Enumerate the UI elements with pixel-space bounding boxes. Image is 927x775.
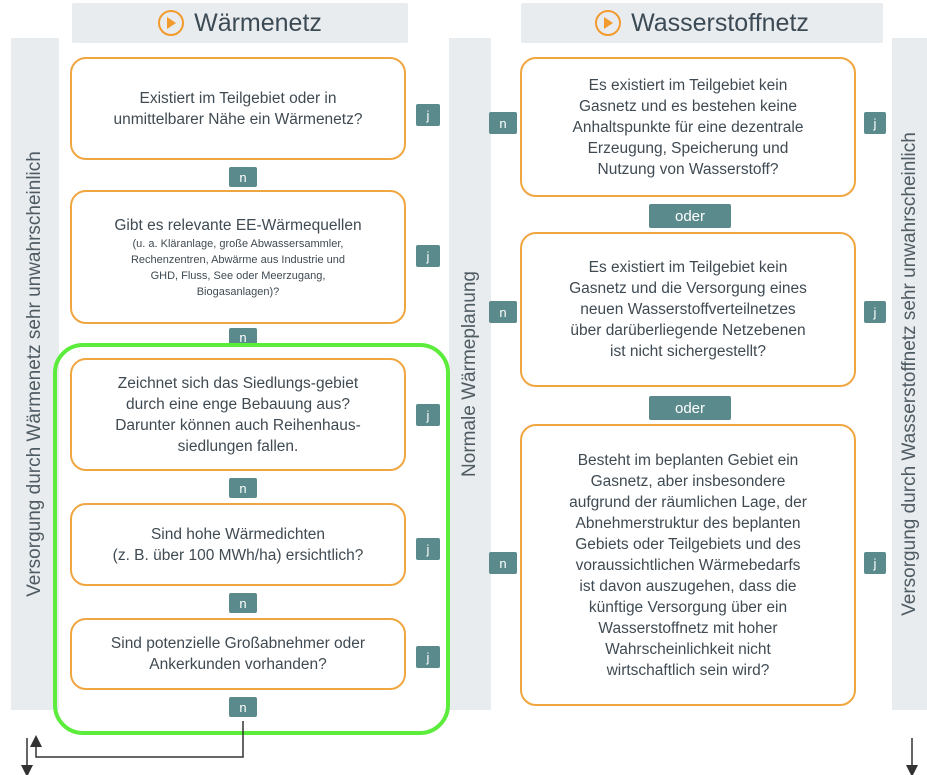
heat-density-question-box: Sind hohe Wärmedichten (z. B. über 100 M… [70,503,406,586]
yes-tag: j [416,104,440,126]
left-column-title: Wärmenetz [194,8,322,37]
no-tag: n [489,112,517,134]
question-text: Gibt es relevante EE-Wärmequellen [114,216,362,234]
question-text: Zeichnet sich das Siedlungs-gebiet durch… [115,374,361,455]
flow-arrows [21,721,918,775]
yes-tag: j [416,404,440,426]
no-distribution-network-question-box: Es existiert im Teilgebiet kein Gasnetz … [520,232,856,387]
yes-tag: j [416,245,440,267]
question-detail: (u. a. Kläranlage, große Abwassersammler… [130,237,345,298]
no-tag: n [229,478,257,498]
left-side-bar: Versorgung durch Wärmenetz sehr unwahrsc… [11,38,59,710]
question-text: Es existiert im Teilgebiet kein Gasnetz … [572,76,804,178]
anchor-customers-question-box: Sind potenzielle Großabnehmer oder Anker… [70,618,406,690]
no-tag: n [489,301,517,323]
no-tag: n [229,167,257,187]
renewable-heat-question-box: Gibt es relevante EE-Wärmequellen (u. a.… [70,190,406,324]
dense-settlement-question-box: Zeichnet sich das Siedlungs-gebiet durch… [70,358,406,471]
oder-connector: oder [649,396,731,420]
yes-tag: j [864,552,886,574]
left-side-label: Versorgung durch Wärmenetz sehr unwahrsc… [24,151,45,597]
no-tag: n [229,593,257,613]
middle-side-bar: Normale Wärmeplanung [449,38,491,710]
yes-tag: j [416,646,440,668]
right-column-header: Wasserstoffnetz [521,3,883,43]
left-column-header: Wärmenetz [72,3,408,43]
heat-network-question-box: Existiert im Teilgebiet oder in unmittel… [70,57,406,160]
uneconomic-hydrogen-question-box: Besteht im beplanten Gebiet ein Gasnetz,… [520,424,856,706]
question-text: Existiert im Teilgebiet oder in unmittel… [113,89,363,128]
question-text: Sind hohe Wärmedichten (z. B. über 100 M… [112,525,364,564]
play-icon [595,10,622,36]
right-column-title: Wasserstoffnetz [631,8,809,37]
question-text: Es existiert im Teilgebiet kein Gasnetz … [569,259,807,360]
oder-connector: oder [649,204,731,228]
yes-tag: j [864,112,886,134]
yes-tag: j [416,538,440,560]
yes-tag: j [864,301,886,323]
middle-side-label: Normale Wärmeplanung [459,271,480,477]
right-side-label: Versorgung durch Wasserstoffnetz sehr un… [898,132,920,616]
play-icon [158,10,185,36]
question-text: Sind potenzielle Großabnehmer oder Anker… [110,635,366,673]
no-tag: n [229,697,257,717]
right-side-bar: Versorgung durch Wasserstoffnetz sehr un… [892,38,927,710]
loop-back-arrow [30,721,244,758]
highlight-frame [53,343,450,735]
no-gas-network-question-box: Es existiert im Teilgebiet kein Gasnetz … [520,57,856,197]
no-tag: n [229,328,257,346]
question-text: Besteht im beplanten Gebiet ein Gasnetz,… [569,451,807,679]
no-tag: n [489,552,517,574]
